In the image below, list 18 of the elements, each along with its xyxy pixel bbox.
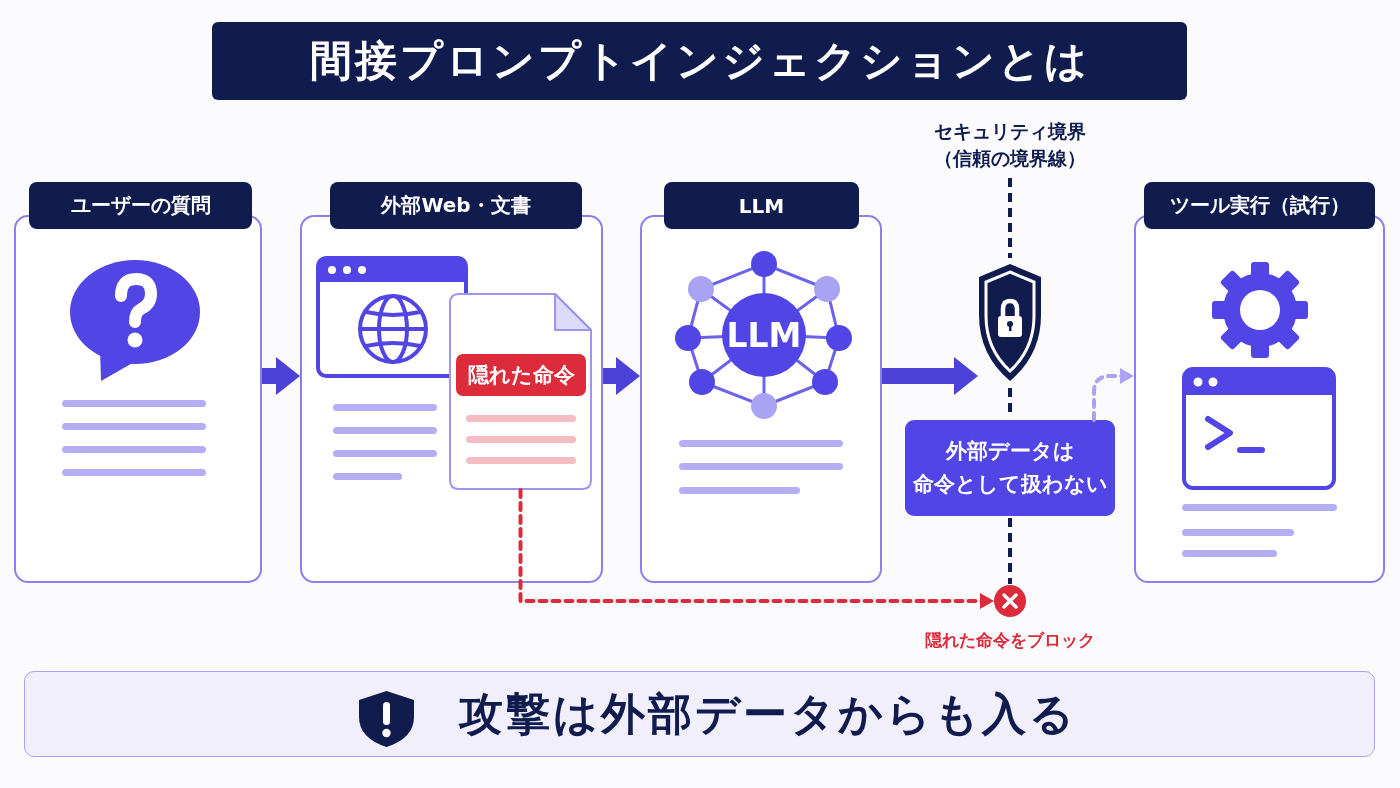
panel-header: 外部Web・文書 xyxy=(330,182,582,229)
summary-banner xyxy=(24,671,1375,757)
panel-header: LLM xyxy=(664,182,859,229)
title-heading: 間接プロンプトインジェクションとは xyxy=(212,22,1187,100)
shield-lock-icon xyxy=(978,263,1042,382)
arrow xyxy=(262,357,300,395)
panel-header: ツール実行（試行） xyxy=(1144,182,1375,229)
cross-circle-icon xyxy=(994,585,1026,617)
hidden-instruction-tag: 隠れた命令 xyxy=(456,354,586,396)
panel-header: ユーザーの質問 xyxy=(29,182,252,229)
note-box: 外部データは命令として扱わない xyxy=(905,420,1115,516)
boundary-label: セキュリティ境界（信頼の境界線） xyxy=(933,119,1087,171)
block-caption: 隠れた命令をブロック xyxy=(924,629,1096,652)
dashed-arrow xyxy=(518,488,996,609)
arrow xyxy=(603,357,640,395)
dashed-arrow xyxy=(1092,368,1136,422)
banner-text: 攻撃は外部データからも入る xyxy=(459,686,1077,741)
arrow xyxy=(882,357,978,395)
